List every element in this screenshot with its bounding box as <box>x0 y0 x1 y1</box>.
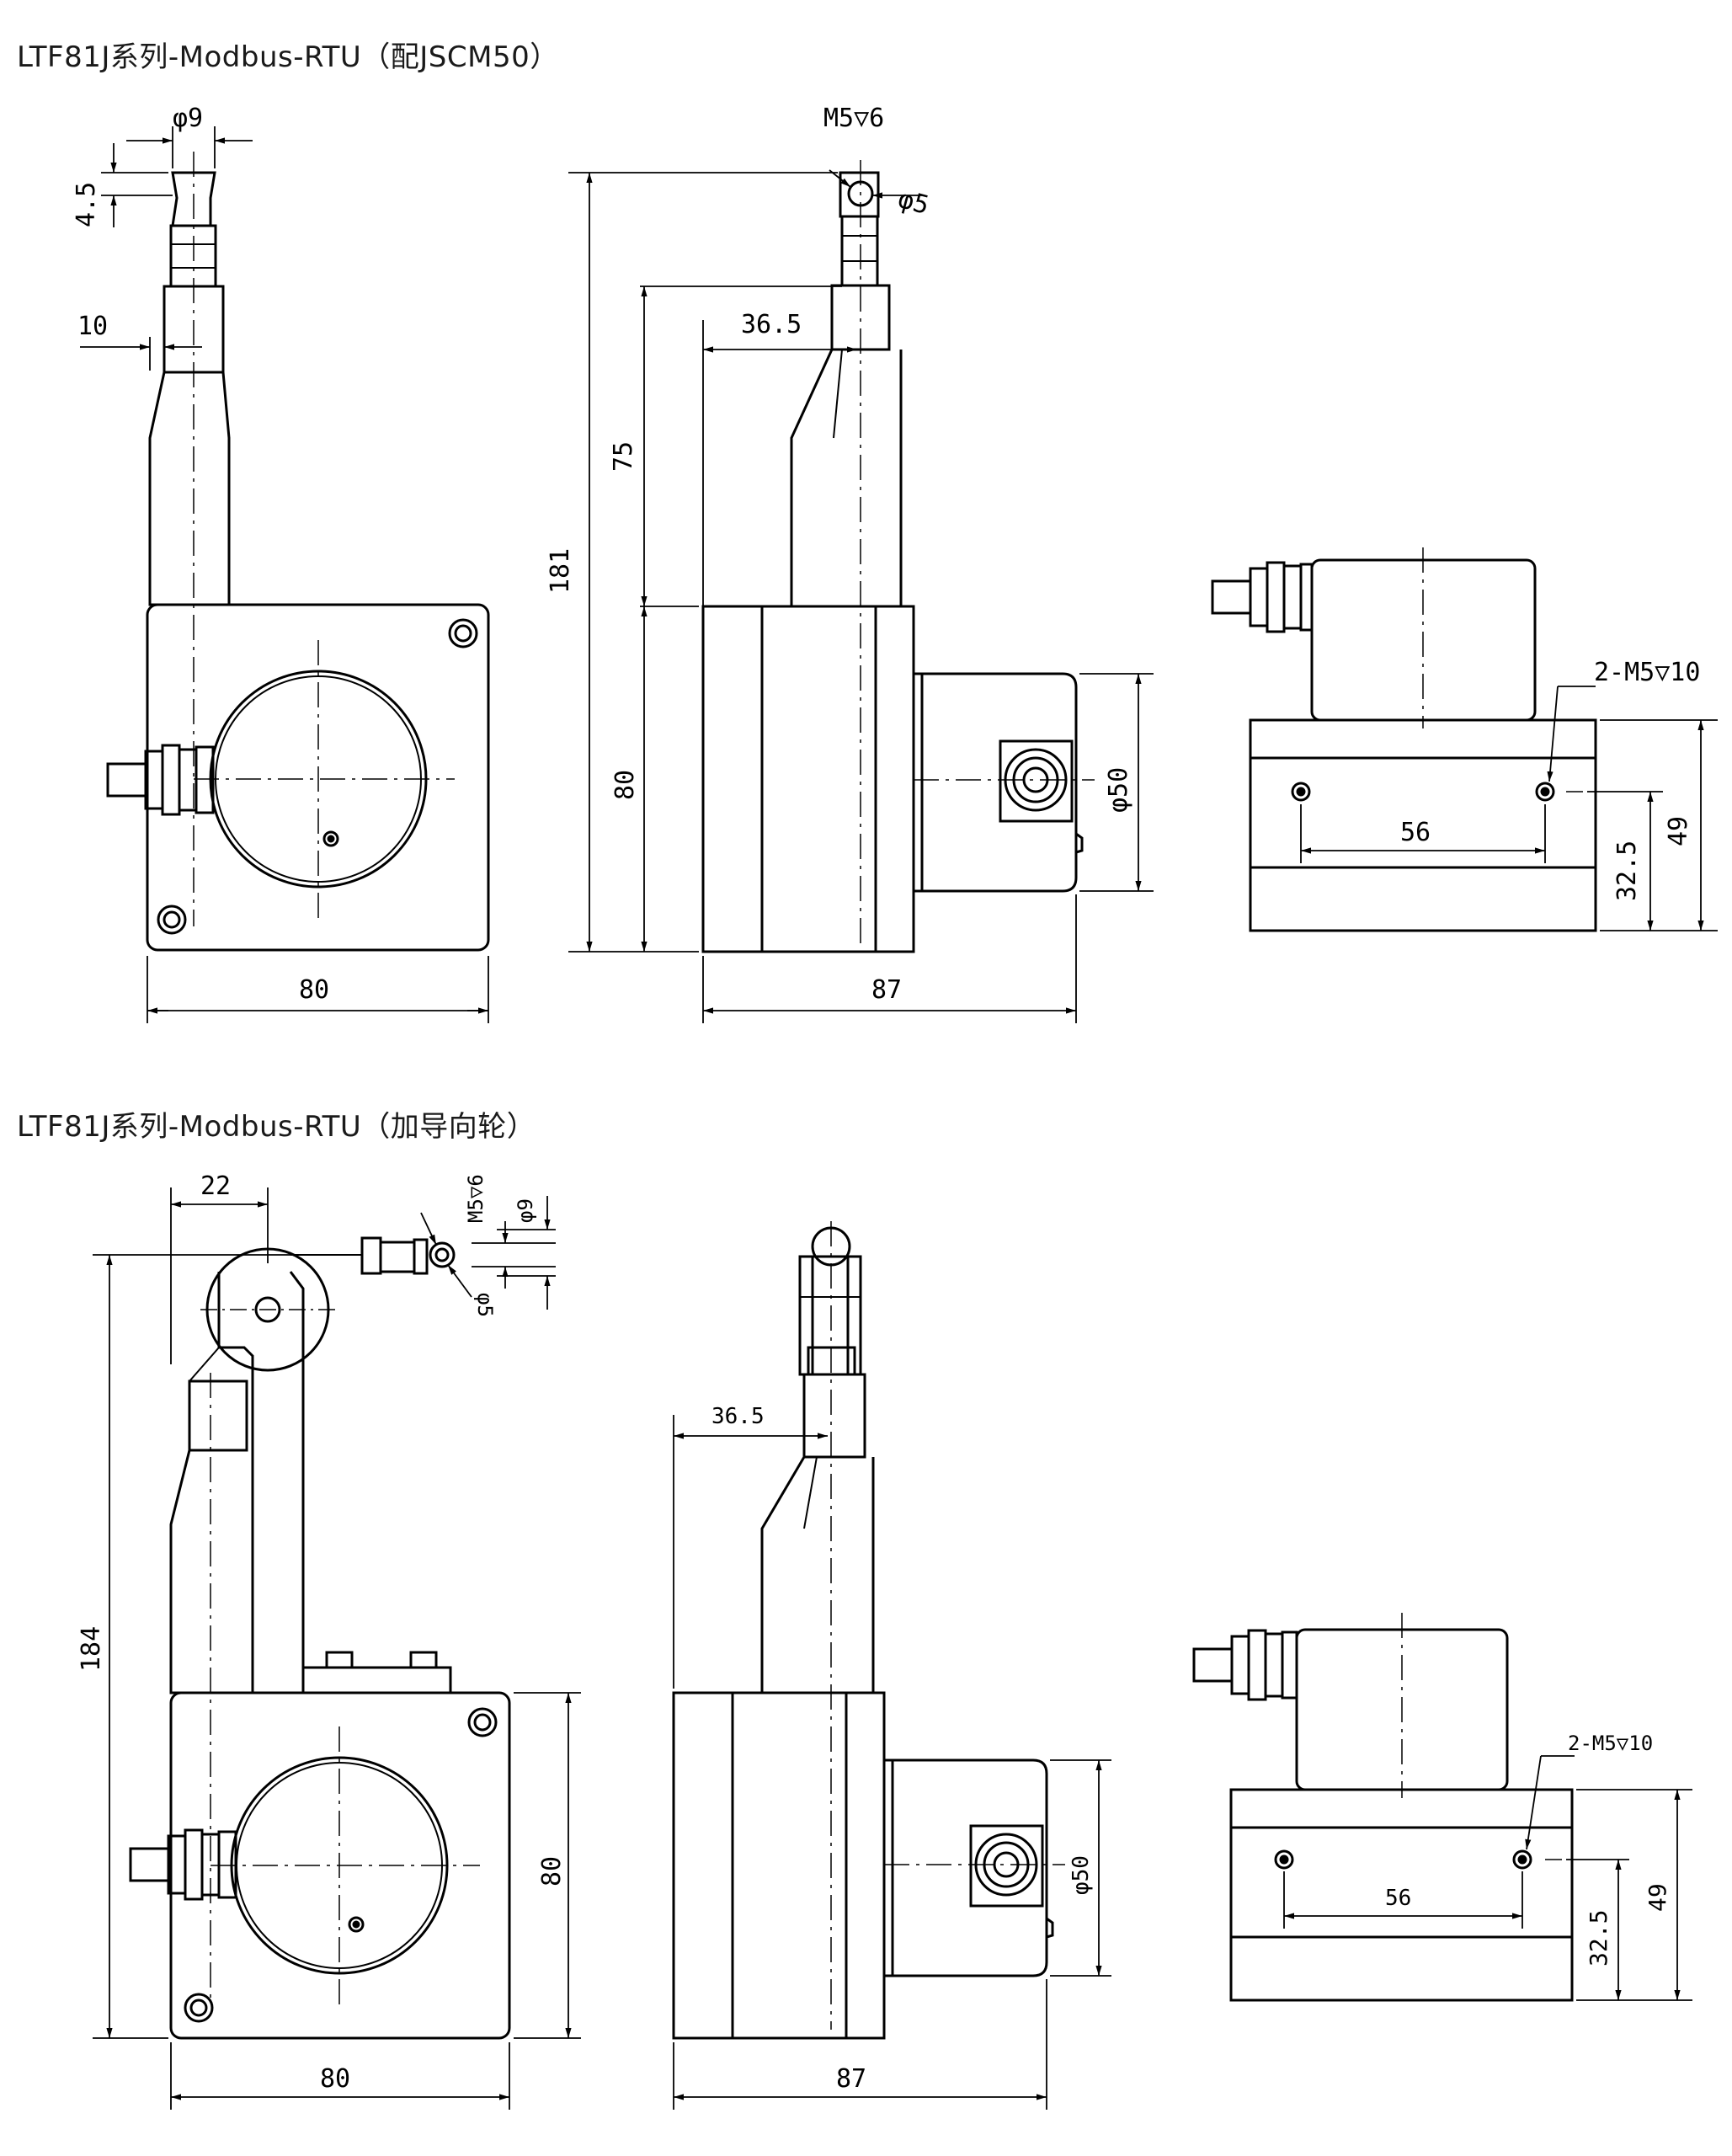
s2-dim-49: 49 <box>1644 1883 1671 1912</box>
s1-top-view <box>1211 547 1597 932</box>
s2-front-view <box>129 1236 511 2040</box>
s1-front-dims <box>80 126 489 1023</box>
s1-dim-10: 10 <box>77 312 108 341</box>
s2-dim-phi5: φ5 <box>473 1293 497 1317</box>
section2-title: LTF81J系列-Modbus-RTU（加导向轮） <box>17 1110 536 1144</box>
section1-title: LTF81J系列-Modbus-RTU（配JSCM50） <box>17 40 559 74</box>
s2-dim-phi50: φ50 <box>1069 1855 1094 1895</box>
s2-top-dims <box>1283 1755 1692 2001</box>
s1-dim-56: 56 <box>1400 818 1431 847</box>
s2-dim-phi9: φ9 <box>514 1198 537 1223</box>
s2-dim-2m5: 2-M5▽10 <box>1568 1732 1653 1755</box>
s1-dim-87: 87 <box>871 975 902 1005</box>
s1-dim-phi50: φ50 <box>1104 767 1133 813</box>
s1-dim-32_5: 32.5 <box>1612 841 1642 901</box>
s2-dim-80-width: 80 <box>320 2064 350 2094</box>
s1-front-view <box>106 152 490 952</box>
s2-side-dims <box>673 1415 1111 2110</box>
s2-dim-87: 87 <box>836 2064 866 2094</box>
s1-dim-75: 75 <box>609 441 638 472</box>
s2-dim-32_5: 32.5 <box>1585 1910 1612 1967</box>
s2-side-view <box>672 1221 1065 2040</box>
s2-dim-22: 22 <box>200 1171 231 1201</box>
s1-dim-80-width: 80 <box>299 975 329 1005</box>
s1-dim-phi9: φ9 <box>173 104 203 133</box>
s1-dim-4_5: 4.5 <box>72 182 101 227</box>
s1-dim-m5: M5▽6 <box>823 104 884 133</box>
s1-side-view <box>701 160 1095 953</box>
s1-dim-80-height: 80 <box>610 770 640 800</box>
s2-front-dims <box>93 1187 581 2110</box>
s2-dim-184: 184 <box>77 1626 106 1672</box>
s2-dim-m5: M5▽6 <box>464 1174 488 1223</box>
s1-dim-181: 181 <box>546 548 575 594</box>
s2-dim-36_5: 36.5 <box>711 1404 765 1429</box>
s1-dim-49: 49 <box>1664 816 1693 846</box>
s2-dim-56: 56 <box>1385 1886 1411 1911</box>
s1-dim-phi5: φ5 <box>895 184 932 221</box>
s1-dim-2m5: 2-M5▽10 <box>1594 658 1700 687</box>
s2-dim-80-height: 80 <box>537 1856 567 1886</box>
s1-dim-36_5: 36.5 <box>741 310 802 339</box>
s1-side-dims <box>568 169 1154 1023</box>
s2-top-view <box>1192 1613 1574 2002</box>
s1-top-dims <box>1300 686 1718 931</box>
